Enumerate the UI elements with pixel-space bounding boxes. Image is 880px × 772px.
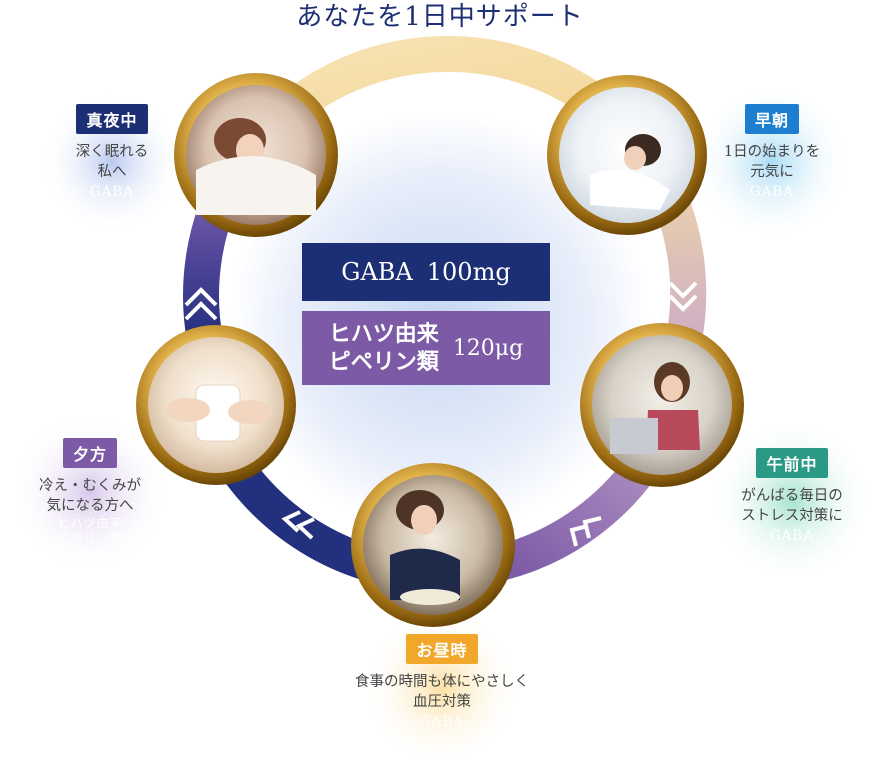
morning-glow: [692, 82, 852, 242]
evening-badge: 夕方: [62, 438, 117, 468]
night-badge: 真夜中: [76, 104, 148, 134]
chevron-down-icon: [668, 281, 698, 299]
chevron-down-icon: [668, 294, 698, 312]
evening-glow: [10, 412, 170, 572]
evening-sub1: ヒハツ由来: [57, 516, 123, 530]
chevron-up-icon: [184, 287, 218, 307]
night-sub: GABA: [89, 184, 135, 200]
slot-evening: 夕方 冷え・むくみが 気になる方へ ヒハツ由来 ピペリン類: [22, 438, 158, 546]
forenoon-desc-line2: ストレス対策に: [741, 508, 843, 524]
night-desc-line2: 私へ: [97, 164, 127, 180]
forenoon-desc-line1: がんばる毎日の: [741, 488, 843, 504]
photo-night: [174, 73, 338, 237]
chevron-right-icon: [455, 74, 470, 98]
chevron-left-icon: [295, 517, 315, 540]
photo-morning: [547, 75, 707, 235]
slot-night: 真夜中 深く眠れる 私へ GABA: [52, 104, 172, 202]
night-glow: [40, 90, 184, 234]
chevron-left-icon: [281, 510, 301, 533]
gaba-amount: 100mg: [426, 258, 511, 286]
gaba-amount-box: GABA 100mg: [302, 243, 550, 301]
chevron-down-left-icon: [582, 516, 602, 539]
forenoon-sub: GABA: [769, 528, 815, 544]
night-desc-line1: 深く眠れる: [75, 144, 149, 160]
chevron-right-icon: [441, 74, 456, 98]
noon-glow: [362, 608, 522, 768]
noon-desc-line2: 血圧対策: [413, 694, 471, 710]
noon-desc-line1: 食事の時間も体にやさしく: [355, 674, 529, 690]
photo-evening: [136, 325, 296, 485]
ring-segment-top: [258, 35, 630, 140]
chevron-arrows: [184, 74, 698, 547]
evening-desc-line1: 冷え・むくみが: [38, 478, 142, 494]
morning-sub: GABA: [749, 184, 795, 200]
slot-forenoon: 午前中 がんばる毎日の ストレス対策に GABA: [712, 448, 872, 546]
morning-desc-line2: 元気に: [750, 164, 794, 180]
noon-badge: お昼時: [406, 634, 478, 664]
forenoon-badge: 午前中: [756, 448, 828, 478]
photo-noon: [351, 463, 515, 627]
forenoon-glow: [710, 418, 874, 582]
noon-sub: GABA: [419, 714, 465, 730]
chevron-up-icon: [184, 301, 218, 321]
slot-noon: お昼時 食事の時間も体にやさしく 血圧対策 GABA: [322, 634, 562, 732]
piperine-amount-box: ヒハツ由来 ピペリン類 120μg: [302, 311, 550, 385]
chevron-down-left-icon: [569, 524, 589, 547]
morning-badge: 早朝: [744, 104, 799, 134]
evening-desc-line2: 気になる方へ: [46, 498, 134, 514]
slot-morning: 早朝 1日の始まりを 元気に GABA: [702, 104, 842, 202]
evening-sub2: ピペリン類: [57, 531, 123, 545]
piperine-line2: ピペリン類: [328, 349, 439, 375]
page-title: あなたを1日中サポート: [296, 2, 584, 32]
photo-forenoon: [580, 323, 744, 487]
piperine-amount: 120μg: [452, 335, 524, 361]
piperine-line1: ヒハツ由来: [328, 321, 439, 347]
gaba-label: GABA: [341, 258, 413, 286]
morning-desc-line1: 1日の始まりを: [723, 144, 821, 160]
